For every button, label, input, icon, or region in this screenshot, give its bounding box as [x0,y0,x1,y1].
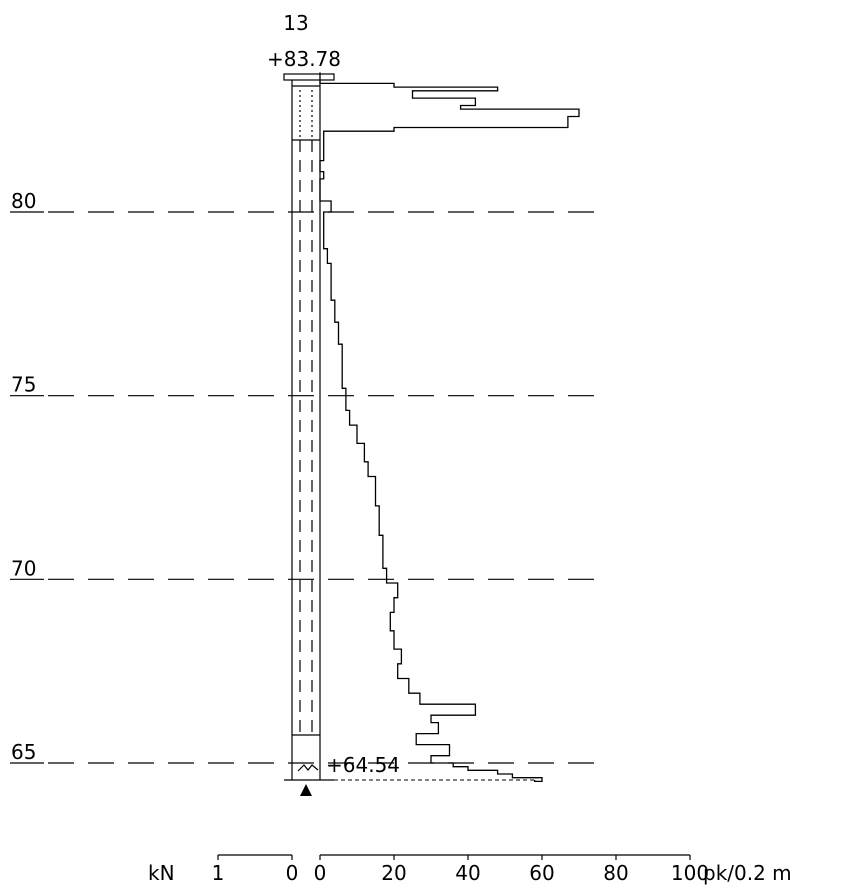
force-unit-label: kN [148,861,175,885]
blow-tick-label: 100 [671,861,709,885]
blow-tick-label: 20 [381,861,406,885]
force-scale [217,854,293,860]
blow-tick-label: 80 [603,861,628,885]
force-tick-label: 0 [286,861,299,885]
borehole-column [283,73,335,781]
blow-tick-label: 40 [455,861,480,885]
force-tick-label: 1 [212,861,225,885]
blow-unit-label: pk/0.2 m [703,861,792,885]
level-label: 75 [11,373,36,397]
top-level-label: +83.78 [267,47,341,71]
level-lines: 80 75 70 65 [10,189,602,764]
casing-top-cap [283,73,335,81]
blow-tick-label: 60 [529,861,554,885]
blows-profile-line [319,72,580,783]
column-end-zigzag [297,764,319,772]
blow-scale: 0 20 40 60 80 100 [314,854,709,885]
bottom-level-label: +64.54 [326,753,400,777]
point-id-label: 13 [283,11,308,35]
level-label: 80 [11,189,36,213]
stop-triangle-icon [300,784,312,796]
blow-tick-label: 0 [314,861,327,885]
level-label: 65 [11,740,36,764]
level-label: 70 [11,556,36,580]
